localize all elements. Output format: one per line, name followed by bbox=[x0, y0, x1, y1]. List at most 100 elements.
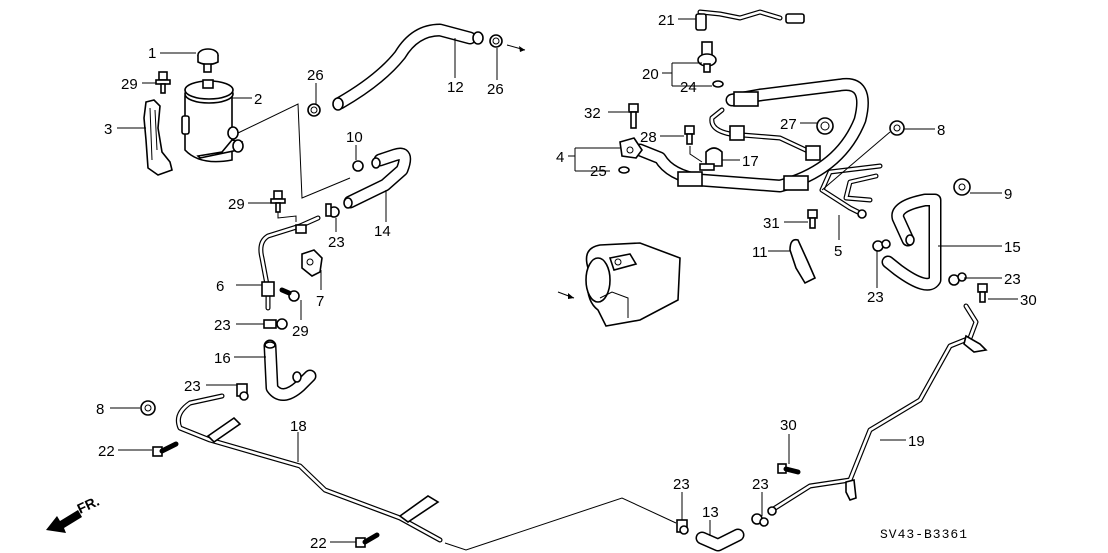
callout-23-lower-left[interactable]: 23 bbox=[184, 378, 201, 395]
reservoir-bracket[interactable] bbox=[143, 99, 173, 176]
pressure-hose-4[interactable] bbox=[619, 77, 869, 193]
pump-arrow-head bbox=[568, 293, 574, 299]
bolt-29-mid[interactable] bbox=[270, 190, 286, 213]
clamp-23-bottom-a[interactable] bbox=[676, 519, 689, 535]
bolt-31[interactable] bbox=[807, 209, 818, 229]
callout-20[interactable]: 20 bbox=[642, 66, 659, 83]
clamp-8-right[interactable] bbox=[889, 120, 905, 136]
bolt-30-right[interactable] bbox=[977, 283, 988, 303]
connection-line-reservoir bbox=[237, 103, 351, 199]
callout-29-top[interactable]: 29 bbox=[121, 76, 138, 93]
callout-29-low[interactable]: 29 bbox=[292, 323, 309, 340]
callout-32[interactable]: 32 bbox=[584, 105, 601, 122]
clamp-26-left[interactable] bbox=[307, 103, 321, 117]
callout-21[interactable]: 21 bbox=[658, 12, 675, 29]
callout-15[interactable]: 15 bbox=[1004, 239, 1021, 256]
callout-11[interactable]: 11 bbox=[752, 244, 768, 261]
pipe-6[interactable] bbox=[258, 215, 321, 311]
callout-12[interactable]: 12 bbox=[447, 79, 464, 96]
pipe-5-guide bbox=[821, 131, 891, 191]
callout-27[interactable]: 27 bbox=[780, 116, 797, 133]
reservoir-cap[interactable] bbox=[197, 48, 219, 73]
callout-28[interactable]: 28 bbox=[640, 129, 657, 146]
washer-24[interactable] bbox=[712, 80, 724, 88]
front-direction-indicator: FR. bbox=[46, 493, 102, 533]
callout-3[interactable]: 3 bbox=[104, 121, 112, 138]
bolt-29-top[interactable] bbox=[155, 71, 171, 94]
callout-26-left[interactable]: 26 bbox=[307, 67, 324, 84]
hose-14[interactable] bbox=[343, 147, 412, 209]
clamp-27[interactable] bbox=[816, 117, 834, 135]
pipe-19[interactable] bbox=[767, 303, 988, 516]
bolt-22-lower[interactable] bbox=[355, 532, 380, 548]
clamp-23-right-a[interactable] bbox=[872, 239, 891, 252]
callout-26-right[interactable]: 26 bbox=[487, 81, 504, 98]
nut-10[interactable] bbox=[352, 160, 364, 172]
callout-9[interactable]: 9 bbox=[1004, 186, 1012, 203]
callout-22-upper[interactable]: 22 bbox=[98, 443, 115, 460]
callout-23-upper-left[interactable]: 23 bbox=[328, 234, 345, 251]
callout-25[interactable]: 25 bbox=[590, 163, 607, 180]
leader-lines bbox=[110, 18, 1018, 543]
callout-23-right-a[interactable]: 23 bbox=[867, 289, 884, 306]
clamp-23-upper-left[interactable] bbox=[325, 203, 340, 218]
pipe-5[interactable] bbox=[819, 163, 883, 219]
callout-6[interactable]: 6 bbox=[216, 278, 224, 295]
clamp-23-lower-left[interactable] bbox=[236, 383, 249, 401]
callout-17[interactable]: 17 bbox=[742, 153, 759, 170]
hose-12[interactable] bbox=[332, 23, 484, 111]
callout-31[interactable]: 31 bbox=[763, 215, 780, 232]
bolt-28-guide bbox=[689, 146, 703, 163]
callout-8-left[interactable]: 8 bbox=[96, 401, 104, 418]
clamp-11[interactable] bbox=[789, 238, 817, 285]
hose-13[interactable] bbox=[695, 528, 745, 552]
callout-4[interactable]: 4 bbox=[556, 149, 564, 166]
callout-30-right[interactable]: 30 bbox=[1020, 292, 1037, 309]
clamp-9[interactable] bbox=[953, 178, 971, 196]
callout-23-mid-left[interactable]: 23 bbox=[214, 317, 231, 334]
bolt-guide-line bbox=[277, 212, 297, 222]
callout-24[interactable]: 24 bbox=[680, 79, 697, 96]
callout-16[interactable]: 16 bbox=[214, 350, 231, 367]
diagram-code: SV43-B3361 bbox=[880, 527, 968, 542]
clamp-8-left[interactable] bbox=[140, 400, 156, 416]
callout-19[interactable]: 19 bbox=[908, 433, 925, 450]
power-steering-pump[interactable] bbox=[585, 242, 681, 327]
callout-7[interactable]: 7 bbox=[316, 293, 324, 310]
reservoir-tank[interactable] bbox=[181, 79, 244, 163]
callout-29-mid[interactable]: 29 bbox=[228, 196, 245, 213]
callout-1[interactable]: 1 bbox=[148, 45, 156, 62]
callout-10[interactable]: 10 bbox=[346, 129, 363, 146]
sensor-harness-21[interactable] bbox=[695, 9, 805, 31]
bracket-7[interactable] bbox=[301, 249, 323, 277]
pressure-switch-20[interactable] bbox=[697, 41, 717, 73]
callout-23-right-b[interactable]: 23 bbox=[1004, 271, 1021, 288]
clamp-17[interactable] bbox=[699, 147, 723, 171]
bolt-29-low[interactable] bbox=[279, 287, 300, 302]
return-pipe[interactable] bbox=[709, 107, 821, 161]
callout-22-lower[interactable]: 22 bbox=[310, 535, 327, 552]
bolt-22-upper[interactable] bbox=[152, 441, 179, 457]
clamp-23-right-b[interactable] bbox=[948, 272, 967, 286]
hose-15[interactable] bbox=[881, 193, 942, 291]
washer-25[interactable] bbox=[618, 166, 630, 174]
clamp-23-mid-left[interactable] bbox=[263, 318, 288, 330]
bolt-30-lower[interactable] bbox=[777, 463, 801, 475]
callout-8-right[interactable]: 8 bbox=[937, 122, 945, 139]
bolt-32[interactable] bbox=[628, 103, 639, 129]
bolt-28[interactable] bbox=[684, 125, 695, 145]
pipe-18[interactable] bbox=[175, 393, 443, 543]
flow-arrow-head bbox=[519, 46, 525, 52]
callout-18[interactable]: 18 bbox=[290, 418, 307, 435]
hose-16[interactable] bbox=[263, 339, 317, 401]
callout-23-bottom-b[interactable]: 23 bbox=[752, 476, 769, 493]
clamp-26-right[interactable] bbox=[489, 34, 503, 48]
callout-13[interactable]: 13 bbox=[702, 504, 719, 521]
callout-2[interactable]: 2 bbox=[254, 91, 262, 108]
callout-5[interactable]: 5 bbox=[834, 243, 842, 260]
clamp-23-bottom-b[interactable] bbox=[751, 513, 769, 527]
front-arrow-icon bbox=[46, 510, 82, 533]
callout-23-bottom-a[interactable]: 23 bbox=[673, 476, 690, 493]
callout-30-lower[interactable]: 30 bbox=[780, 417, 797, 434]
callout-14[interactable]: 14 bbox=[374, 223, 391, 240]
